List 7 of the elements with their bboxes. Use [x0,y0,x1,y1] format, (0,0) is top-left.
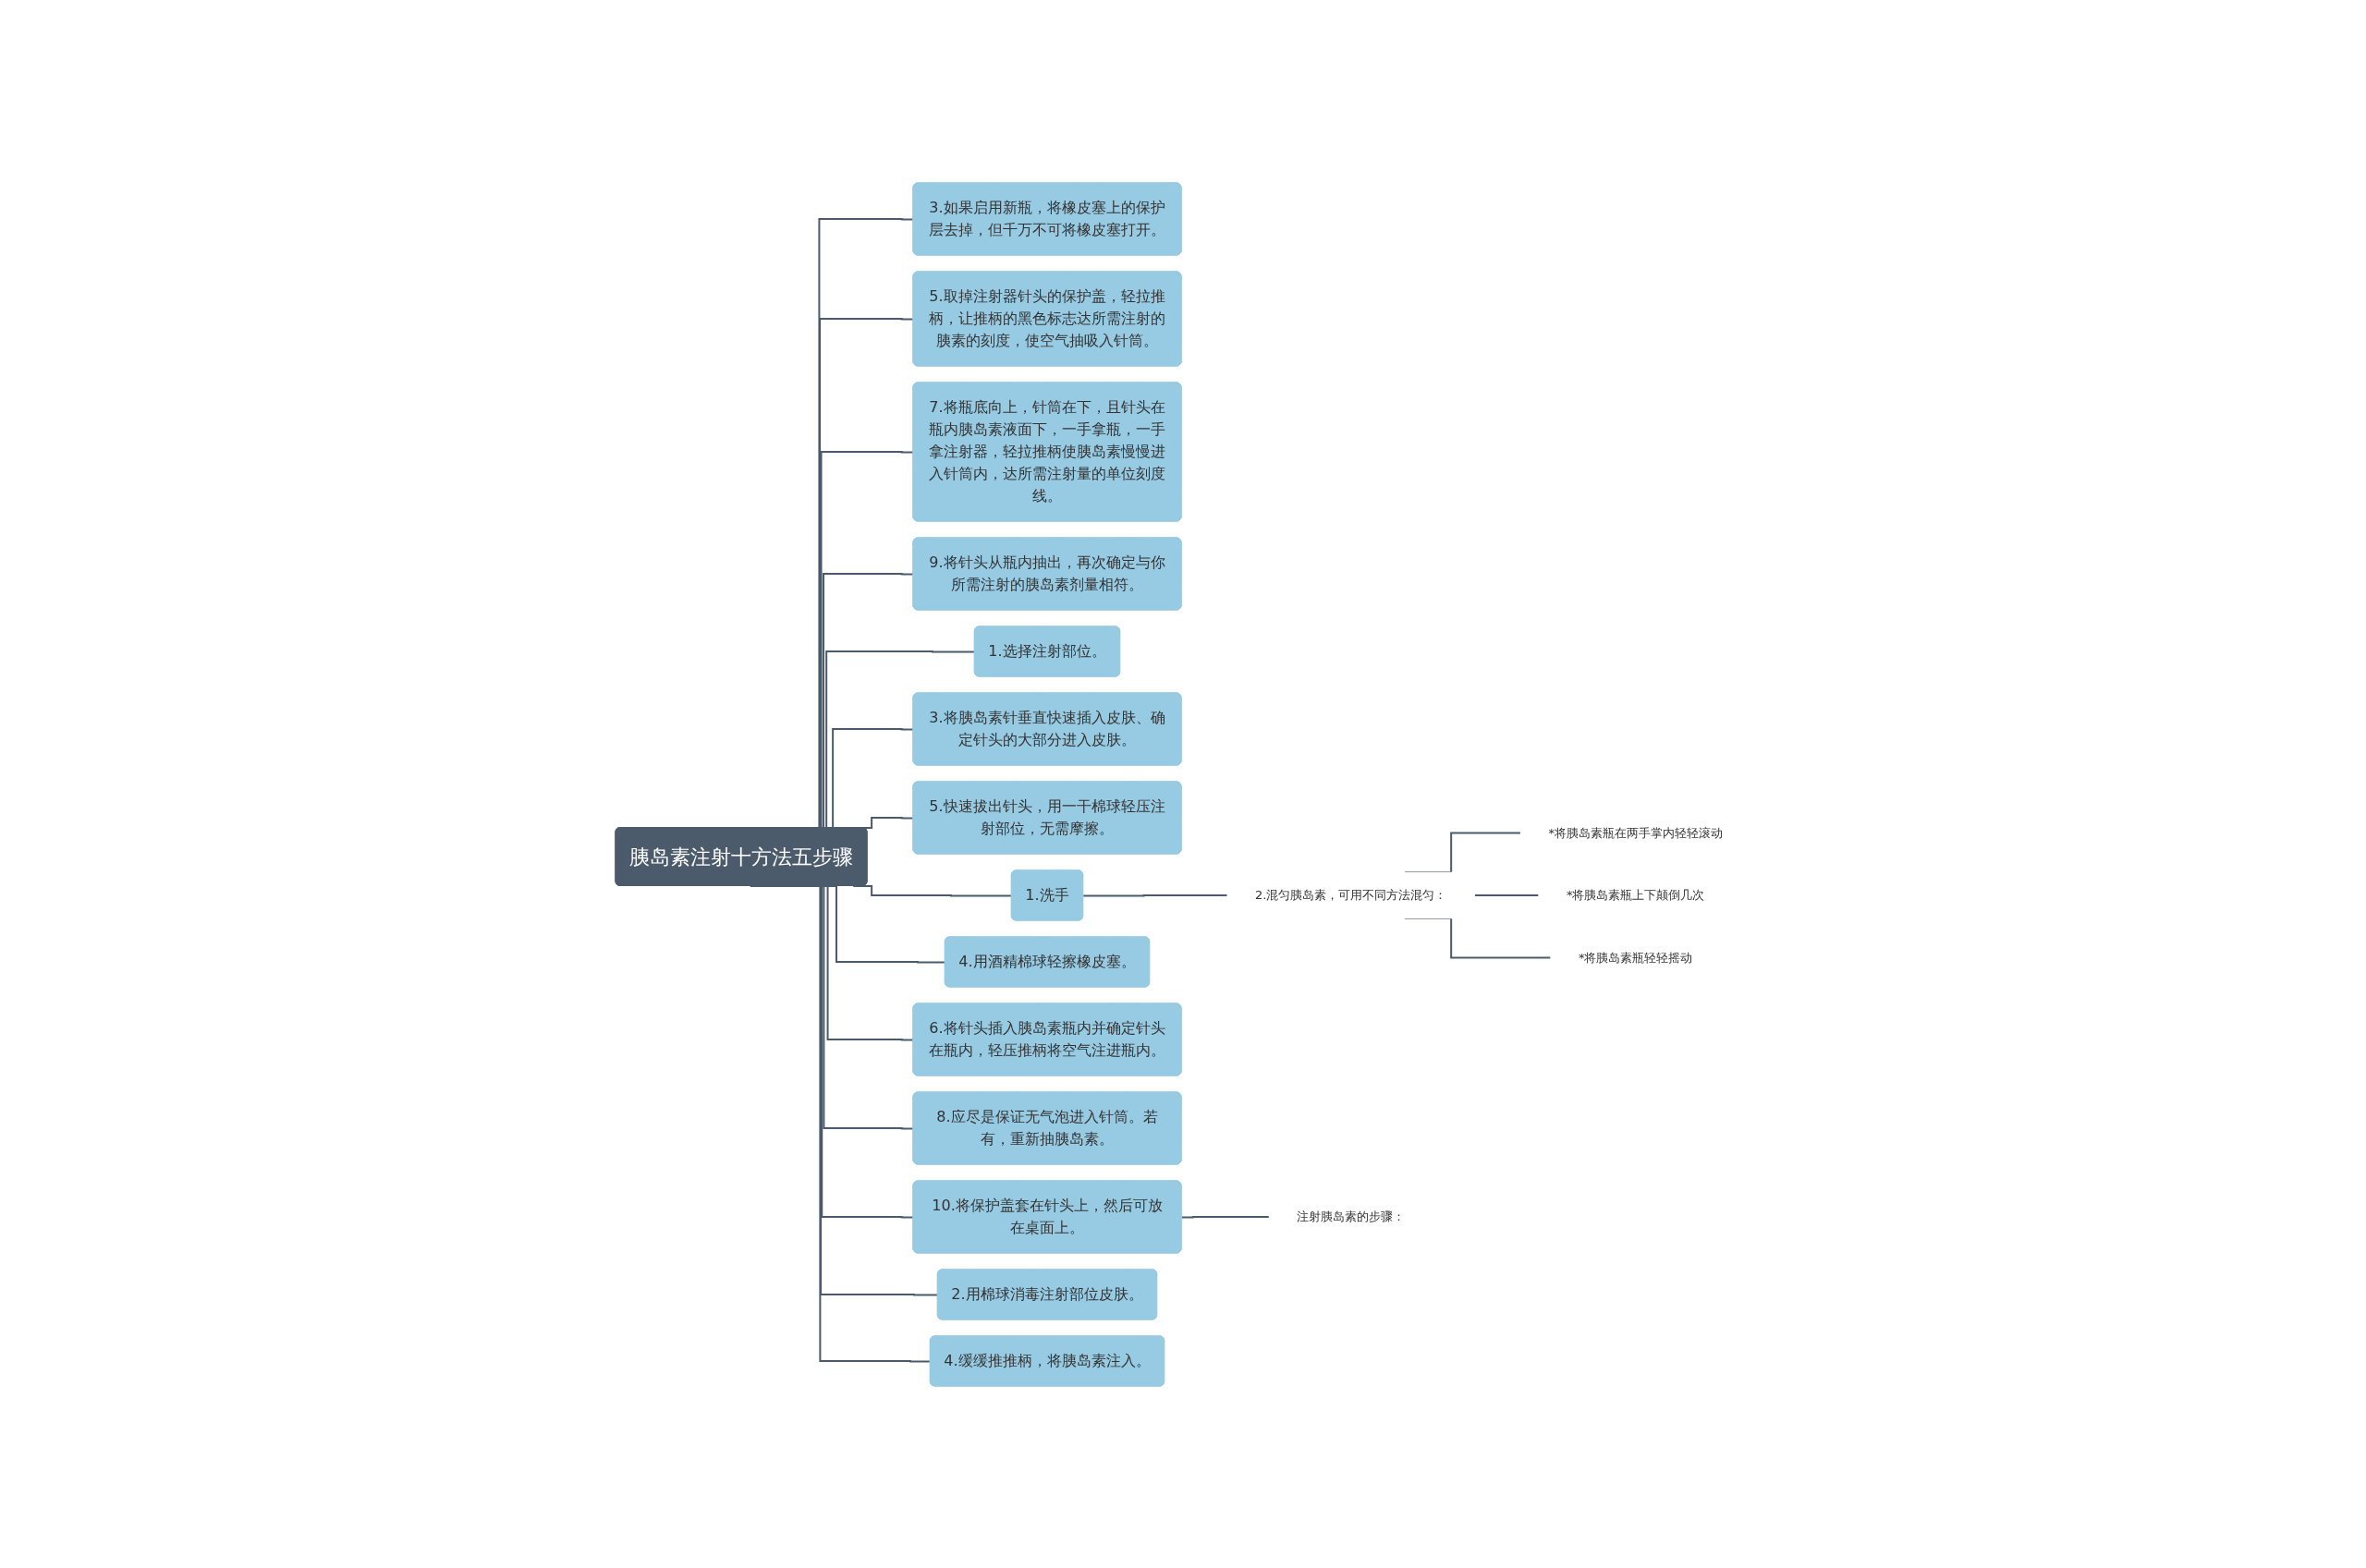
connector [1473,893,1540,896]
connector [1082,893,1229,896]
connector [1180,1215,1271,1218]
node-text: *将胰岛素瓶上下颠倒几次 [1566,887,1705,902]
node-text: *将胰岛素瓶在两手掌内轻轻滚动 [1548,825,1723,840]
node-text: *将胰岛素瓶轻轻摇动 [1578,950,1693,965]
node-text: 注射胰岛素的步骤： [1297,1209,1406,1223]
